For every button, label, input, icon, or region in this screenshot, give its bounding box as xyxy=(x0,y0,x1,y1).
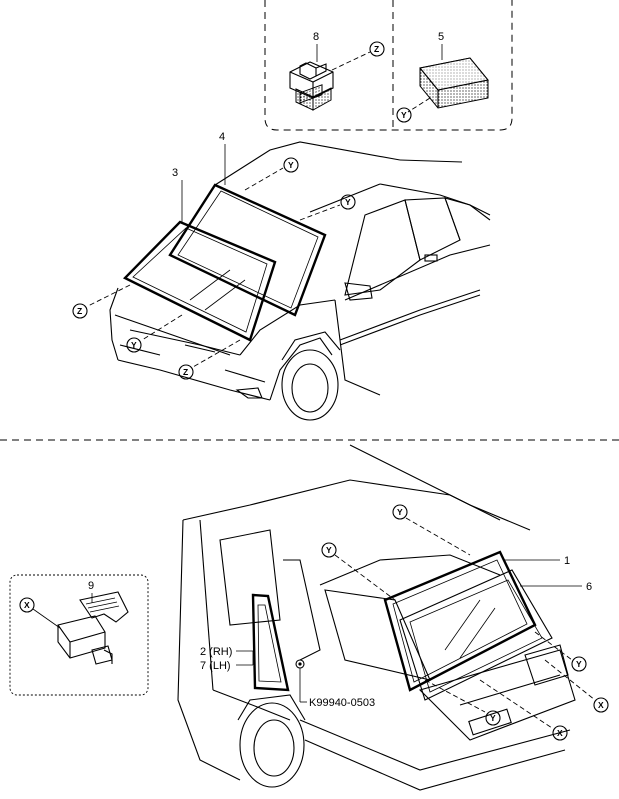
detail-box-9 xyxy=(9,574,149,696)
part-number-label: K99940-0503 xyxy=(309,697,375,709)
part-1-back-window xyxy=(383,550,537,692)
callout-5: 5 xyxy=(438,31,444,43)
marker-y-rear-4: Y xyxy=(490,713,496,723)
callout-3: 3 xyxy=(172,167,178,179)
vehicle-front-body xyxy=(109,141,491,421)
callout-7-lh: 7 (LH) xyxy=(200,660,231,672)
callout-8: 8 xyxy=(313,31,319,43)
marker-y-rear-3: Y xyxy=(576,659,582,669)
marker-y-top: Y xyxy=(401,110,407,120)
marker-y-front-3: Y xyxy=(131,340,137,350)
part-5-block xyxy=(419,57,489,109)
callout-1: 1 xyxy=(564,555,570,567)
marker-z-front-2: Z xyxy=(183,367,188,377)
callout-9: 9 xyxy=(88,580,94,592)
callout-6: 6 xyxy=(586,581,592,593)
callout-2-rh: 2 (RH) xyxy=(200,646,232,658)
marker-x-detail: X xyxy=(24,600,30,610)
callout-4: 4 xyxy=(219,131,225,143)
part-4-molding xyxy=(168,183,327,317)
marker-y-rear-2: Y xyxy=(326,545,332,555)
marker-z-top: Z xyxy=(374,44,379,54)
vehicle-rear-body xyxy=(177,444,576,791)
marker-y-front-2: Y xyxy=(345,197,351,207)
marker-x-rear-1: X xyxy=(598,700,604,710)
clip-k99940-0503 xyxy=(295,659,307,703)
marker-y-front-1: Y xyxy=(288,160,294,170)
detail-box-top xyxy=(264,0,513,131)
marker-x-rear-2: X xyxy=(557,728,563,738)
part-9-bracket xyxy=(57,591,129,665)
part-3-windshield xyxy=(122,220,277,342)
marker-y-rear-1: Y xyxy=(397,507,403,517)
part-8-clip xyxy=(289,61,334,111)
part-6-molding xyxy=(399,569,553,701)
part-2-7-quarter-window xyxy=(251,593,290,692)
marker-z-front-1: Z xyxy=(77,306,82,316)
